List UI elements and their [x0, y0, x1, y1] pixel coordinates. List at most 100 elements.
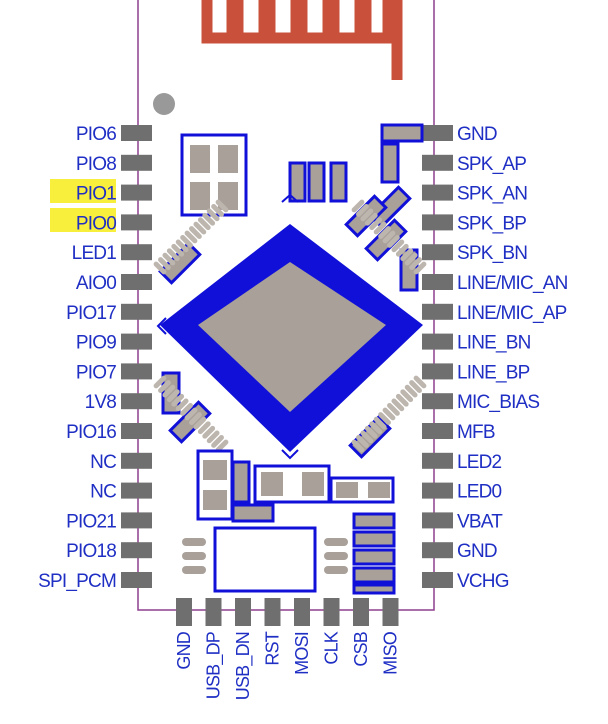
left-pad-16	[121, 572, 152, 588]
left-pin-label-pio1-3: PIO1	[76, 184, 116, 205]
right-pin-label-gnd-1: GND	[457, 124, 497, 145]
chip-pin	[378, 226, 391, 239]
chip-pin	[409, 257, 422, 270]
chip-pin	[193, 416, 207, 430]
bottom-pad-6	[323, 598, 340, 626]
left-pin-label-pio21-14: PIO21	[66, 511, 116, 532]
chip-pin	[206, 208, 220, 222]
right-pad-13	[422, 482, 453, 499]
chip-pin	[175, 398, 189, 412]
chip-pin	[158, 257, 171, 270]
left-pin-label-pio8-2: PIO8	[76, 154, 116, 175]
chip-pin	[189, 412, 202, 425]
left-pad-12	[121, 452, 152, 469]
right-pad-11	[422, 423, 453, 439]
right-pad-9	[422, 363, 453, 380]
chip-pin	[202, 425, 216, 439]
chip-pin	[378, 412, 391, 425]
right-pin-label-led0-13: LED0	[457, 482, 502, 503]
left-pin-label-pio16-11: PIO16	[66, 422, 116, 443]
chip-pin	[153, 261, 167, 275]
chip-pin	[360, 208, 374, 222]
chip-pin	[382, 407, 396, 421]
highlight-pio1	[50, 179, 116, 203]
top-resistor-array	[288, 161, 348, 203]
chip-pin	[197, 217, 211, 231]
right-pad-12	[422, 452, 453, 469]
right-pad-5	[422, 244, 453, 261]
bottom-pin-label-csb-7: CSB	[351, 631, 371, 666]
bottom-pin-label-clk-6: CLK	[322, 631, 342, 664]
chip-pin	[387, 235, 400, 248]
left-pin-label-nc-13: NC	[90, 482, 116, 503]
chip-pin	[391, 398, 405, 412]
right-pin-label-line-bp-9: LINE_BP	[457, 362, 530, 383]
chip-pin	[400, 389, 414, 403]
chip-pin	[171, 393, 185, 407]
right-pad-8	[422, 333, 453, 350]
chip-pin	[373, 221, 387, 235]
chip-pin	[373, 416, 387, 430]
left-pad-7	[121, 303, 152, 320]
chip-pin	[197, 421, 211, 435]
bottom-pin-label-usb-dp-2: USB_DP	[204, 631, 225, 699]
right-pin-label-spk-ap-2: SPK_AP	[457, 154, 526, 175]
capacitor-stack	[352, 512, 396, 595]
right-pad-1	[422, 125, 453, 141]
right-pad-2	[422, 154, 453, 171]
right-pad-14	[422, 512, 453, 529]
chip-pin	[166, 248, 180, 262]
right-pin-label-vbat-14: VBAT	[457, 511, 503, 532]
right-pin-label-led2-12: LED2	[457, 452, 502, 473]
bottom-pad-8	[382, 598, 399, 626]
right-pin-label-vchg-16: VCHG	[457, 571, 509, 592]
chip-pin	[400, 248, 414, 262]
chip-pin	[404, 384, 418, 398]
chip-pin	[409, 380, 422, 393]
chip-pin	[369, 217, 383, 231]
right-pad-3	[422, 184, 453, 201]
chip-pin	[387, 403, 400, 416]
left-pin-label-led1-5: LED1	[72, 243, 117, 264]
chip-pin	[211, 435, 224, 448]
left-pin-label-pio17-7: PIO17	[66, 303, 116, 324]
bottom-pad-3	[235, 598, 251, 626]
bottom-pad-7	[353, 598, 369, 626]
chip-pin	[171, 243, 185, 257]
left-pad-9	[121, 363, 152, 380]
left-pad-1	[121, 125, 152, 141]
left-pad-8	[121, 333, 152, 350]
left-pad-2	[121, 154, 152, 171]
mounting-hole	[153, 93, 175, 115]
left-pad-11	[121, 423, 152, 439]
right-pin-label-gnd-15: GND	[457, 541, 497, 562]
left-pad-4	[121, 214, 152, 231]
left-pad-5	[121, 244, 152, 261]
chip-pin	[356, 204, 369, 217]
right-pin-label-line-bn-8: LINE_BN	[457, 333, 531, 354]
bottom-pin-label-gnd-1: GND	[174, 631, 194, 669]
left-pad-13	[121, 482, 152, 499]
chip-pin	[215, 439, 229, 453]
left-pin-label-pio9-8: PIO9	[76, 333, 116, 354]
pin-highlights	[50, 179, 116, 232]
chip-pin	[364, 425, 378, 439]
left-pad-10	[121, 393, 152, 410]
chip-pin	[184, 230, 198, 244]
chip-pin	[184, 407, 198, 421]
main-ic-chip	[156, 193, 423, 460]
chip-pin	[395, 243, 409, 257]
right-pin-label-mfb-11: MFB	[457, 422, 495, 443]
left-pin-label-nc-12: NC	[90, 452, 116, 473]
right-pin-labels: GNDSPK_APSPK_ANSPK_BPSPK_BNLINE/MIC_ANLI…	[457, 124, 568, 592]
left-pin-label-pio7-9: PIO7	[76, 362, 116, 383]
chip-pin	[180, 403, 193, 416]
left-pin-label-pio0-4: PIO0	[76, 213, 116, 234]
right-pin-label-spk-bp-4: SPK_BP	[457, 213, 526, 234]
left-pad-15	[121, 542, 152, 559]
chip-pin	[162, 384, 176, 398]
left-pin-label-aio0-6: AIO0	[76, 273, 116, 294]
chip-pin	[356, 435, 369, 448]
